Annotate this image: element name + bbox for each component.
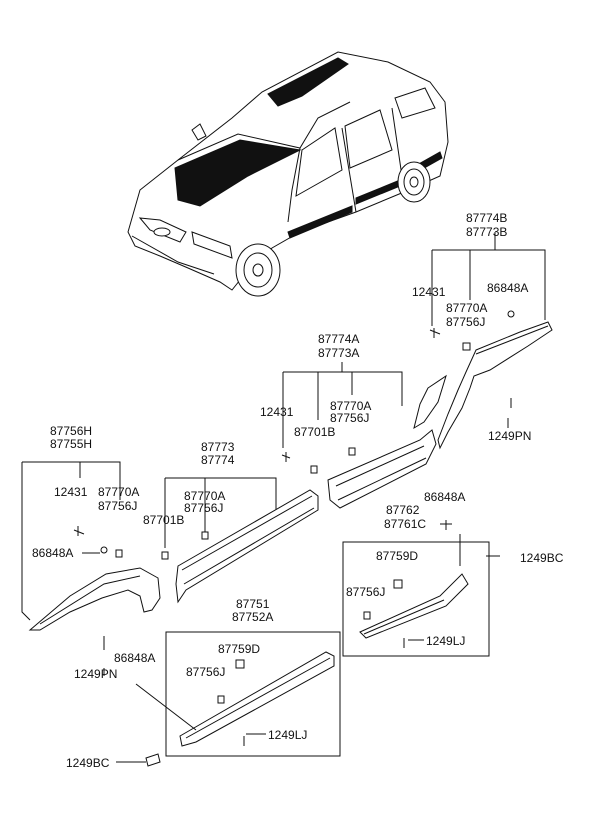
label-87755h: 87755H — [50, 437, 92, 451]
label-87770a: 87770A — [184, 489, 225, 503]
label-87756j: 87756J — [346, 585, 385, 599]
label-86848a: 86848A — [424, 490, 465, 504]
group-87756h — [21, 461, 161, 650]
group-87774a — [281, 362, 437, 509]
label-87774: 87774 — [201, 453, 235, 467]
label-87751: 87751 — [236, 597, 270, 611]
clip-87756j-a — [462, 342, 471, 351]
label-87756j: 87756J — [330, 411, 369, 425]
leader-lines — [82, 418, 509, 735]
label-86848a: 86848A — [32, 546, 73, 560]
label-87759d: 87759D — [218, 642, 260, 656]
label-86848a: 86848A — [487, 281, 528, 295]
label-87770a: 87770A — [446, 301, 487, 315]
label-86848a: 86848A — [114, 651, 155, 665]
label-87761c: 87761C — [384, 517, 426, 531]
label-87774b: 87774B — [466, 211, 507, 225]
label-87756j: 87756J — [98, 499, 137, 513]
vehicle-illustration — [127, 51, 449, 297]
label-87756j: 87756J — [184, 501, 223, 515]
part-labels: 87774B 87773B 12431 87770A 87756J 86848A… — [32, 211, 564, 770]
label-1249lj: 1249LJ — [426, 634, 465, 648]
label-12431: 12431 — [54, 485, 88, 499]
label-87701b: 87701B — [294, 425, 335, 439]
group-87762 — [342, 520, 500, 657]
group-87774b — [413, 232, 553, 450]
label-87773: 87773 — [201, 440, 235, 454]
label-87762: 87762 — [386, 503, 420, 517]
label-1249lj: 1249LJ — [268, 728, 307, 742]
label-87759d: 87759D — [376, 549, 418, 563]
label-1249pn: 1249PN — [74, 667, 117, 681]
label-87756j: 87756J — [186, 665, 225, 679]
label-87770a: 87770A — [330, 399, 371, 413]
label-87756j: 87756J — [446, 315, 485, 329]
label-87756h: 87756H — [50, 424, 92, 438]
label-12431: 12431 — [412, 285, 446, 299]
label-1249pn: 1249PN — [488, 429, 531, 443]
group-87751 — [116, 631, 341, 767]
label-87770a: 87770A — [98, 485, 139, 499]
label-87701b: 87701B — [143, 513, 184, 527]
label-1249bc: 1249BC — [66, 756, 110, 770]
label-87773b: 87773B — [466, 225, 507, 239]
label-12431: 12431 — [260, 405, 294, 419]
label-87752a: 87752A — [232, 610, 273, 624]
label-1249bc: 1249BC — [520, 551, 564, 565]
label-87774a: 87774A — [318, 332, 359, 346]
group-87773 — [161, 477, 319, 604]
label-87773a: 87773A — [318, 346, 359, 360]
